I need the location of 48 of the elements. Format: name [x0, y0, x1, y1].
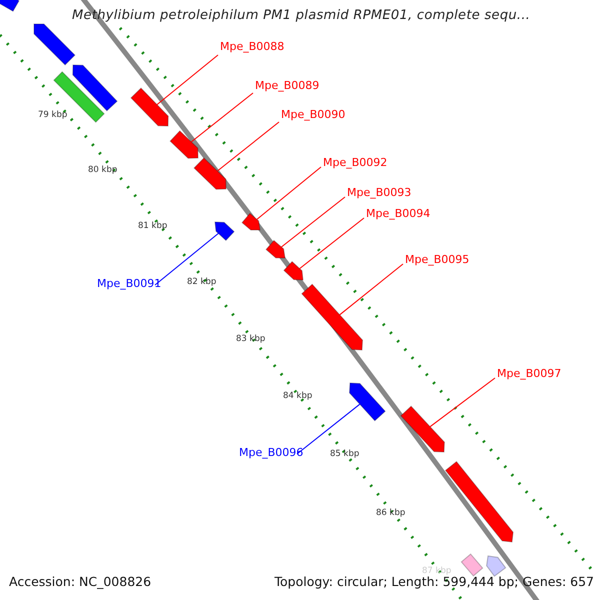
- leader-line: [156, 54, 218, 106]
- gene-label: Mpe_B0094: [366, 208, 430, 221]
- gene-block: [72, 64, 118, 112]
- gene-block: [444, 460, 514, 543]
- leader-line: [216, 122, 280, 172]
- gene-block: [193, 157, 226, 190]
- leader-line: [280, 196, 346, 248]
- gene-block: [349, 382, 386, 422]
- scale-label: 80 kbp: [88, 166, 118, 176]
- gene-block: [170, 130, 198, 159]
- gene-block: [0, 0, 20, 12]
- gene-block: [241, 212, 261, 230]
- gene-label: Mpe_B0096: [239, 447, 304, 460]
- scale-label: 81 kbp: [138, 222, 168, 232]
- leader-line: [299, 218, 364, 270]
- gene-block: [301, 284, 363, 351]
- scale-label: 79 kbp: [38, 111, 68, 121]
- gene-block: [400, 406, 445, 453]
- gene-label: Mpe_B0097: [497, 368, 562, 381]
- scale-label: 85 kbp: [330, 450, 360, 460]
- gene-block: [214, 221, 235, 242]
- footer-text: Topology: circular; Length: 599,444 bp; Genes: 657: [274, 575, 594, 590]
- gene-block: [53, 71, 105, 123]
- gene-block: [34, 24, 76, 66]
- gene-label: Mpe_B0095: [405, 254, 470, 267]
- gene-label: Mpe_B0091: [97, 278, 162, 291]
- gene-block: [130, 87, 169, 126]
- leader-line: [339, 264, 404, 316]
- gene-label: Mpe_B0093: [347, 187, 412, 200]
- scale-label: 82 kbp: [187, 278, 216, 288]
- leader-line: [430, 378, 496, 428]
- gene-label: Mpe_B0088: [220, 41, 284, 54]
- scale-label: 83 kbp: [236, 335, 266, 345]
- gene-block: [283, 260, 304, 281]
- gene-block: [265, 240, 286, 258]
- scale-label: 84 kbp: [283, 392, 312, 402]
- gene-block: [486, 555, 506, 577]
- scale-label: 86 kbp: [376, 509, 406, 519]
- leader-line: [154, 232, 219, 286]
- gene-label: Mpe_B0090: [281, 109, 346, 122]
- leader-line: [190, 92, 254, 142]
- gene-block: [460, 553, 484, 577]
- footer-text: Accession: NC_008826: [9, 575, 152, 590]
- map-title: Methylibium petroleiphilum PM1 plasmid RPME01, complete sequ...: [72, 9, 530, 24]
- leader-line: [256, 166, 322, 220]
- leader-line: [296, 404, 360, 454]
- gene-label: Mpe_B0089: [255, 80, 320, 93]
- gene-label: Mpe_B0092: [323, 157, 388, 170]
